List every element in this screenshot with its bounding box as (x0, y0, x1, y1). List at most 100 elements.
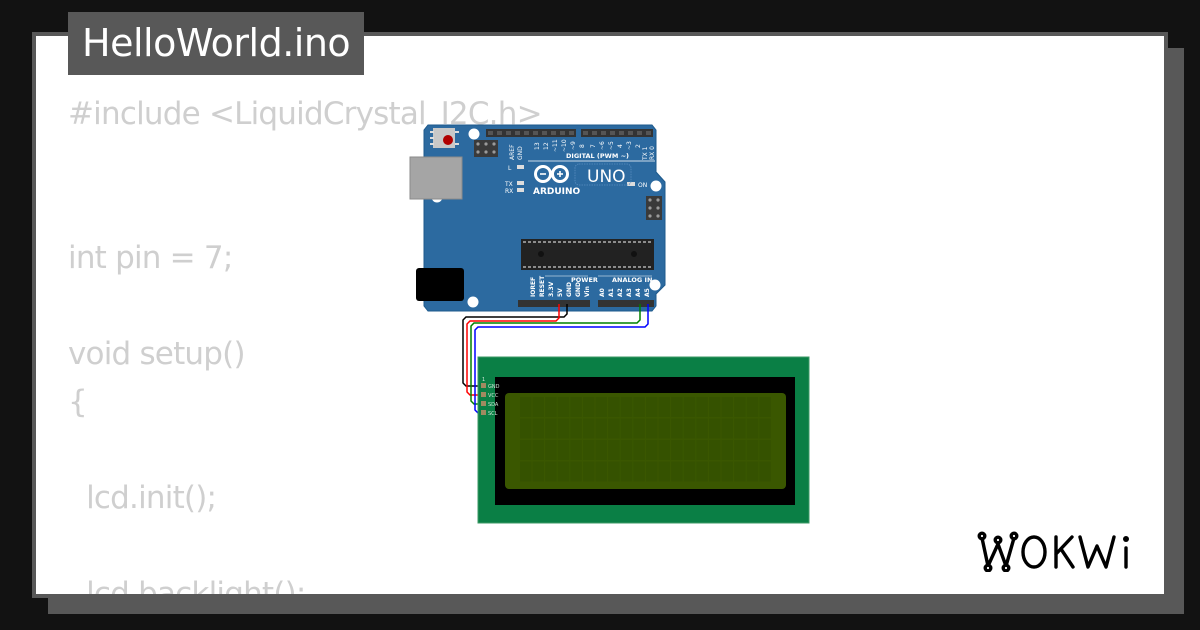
lcd-cell (570, 440, 582, 460)
lcd-cell (658, 397, 670, 417)
lcd-2004-display[interactable]: 1 GND VCC SDA SCL (477, 356, 810, 524)
code-line: { (68, 384, 88, 420)
lcd-cell (646, 397, 658, 417)
wokwi-logo-icon (977, 531, 1129, 573)
svg-text:~5: ~5 (608, 141, 615, 150)
lcd-cell (557, 440, 570, 460)
svg-text:L: L (508, 165, 512, 172)
lcd-cell (583, 440, 595, 460)
usb-connector (409, 156, 463, 200)
lcd-cell (545, 397, 557, 417)
lcd-cell (595, 418, 607, 439)
lcd-cell (696, 418, 708, 439)
lcd-cell (746, 418, 759, 439)
svg-text:A4: A4 (635, 288, 642, 297)
file-name-tab[interactable]: HelloWorld.ino (68, 12, 365, 75)
lcd-cell (658, 418, 670, 439)
atmega-chip (521, 239, 654, 270)
power-jack (416, 268, 464, 301)
svg-text:~6: ~6 (599, 141, 606, 150)
wokwi-logo[interactable] (976, 526, 1152, 576)
code-line: lcd.backlight(); (68, 576, 306, 598)
lcd-cell (696, 397, 708, 417)
lcd-cell (746, 440, 759, 460)
lcd-cell (583, 461, 595, 482)
lcd-cell (595, 397, 607, 417)
lcd-pin-gnd: GND (488, 384, 500, 390)
lcd-cell (545, 418, 557, 439)
mounting-hole (649, 279, 661, 291)
code-line: void setup() (68, 336, 246, 372)
lcd-cell (532, 397, 544, 417)
lcd-cell (570, 461, 582, 482)
lcd-cell (658, 461, 670, 482)
svg-text:A0: A0 (599, 288, 606, 297)
lcd-cell (646, 461, 658, 482)
lcd-cell (746, 461, 759, 482)
lcd-cell (683, 440, 696, 460)
svg-text:A5: A5 (644, 288, 651, 297)
lcd-cell (608, 418, 620, 439)
lcd-cell (520, 461, 532, 482)
arduino-uno-board[interactable]: AREF GND 13 12 ~11 ~10 ~9 8 7 ~6 ~5 4 ~3… (409, 124, 666, 312)
lcd-cell (746, 397, 759, 417)
lcd-cell (557, 418, 570, 439)
digital-header-label: DIGITAL (PWM ~) (566, 152, 629, 160)
lcd-cell (721, 418, 733, 439)
lcd-cell (734, 418, 746, 439)
lcd-cell (545, 461, 557, 482)
wires[interactable] (462, 304, 649, 414)
lcd-character-grid (520, 397, 771, 482)
lcd-cell (532, 461, 544, 482)
lcd-cell (709, 397, 721, 417)
lcd-cell (709, 461, 721, 482)
svg-text:IOREF: IOREF (530, 277, 537, 297)
lcd-cell (721, 461, 733, 482)
lcd-cell (570, 418, 582, 439)
lcd-cell (608, 461, 620, 482)
lcd-cell (671, 397, 683, 417)
lcd-cell (683, 461, 696, 482)
reset-button[interactable] (430, 128, 459, 148)
lcd-cell (583, 397, 595, 417)
svg-text:GND: GND (517, 146, 524, 160)
lcd-cell (583, 418, 595, 439)
lcd-cell (671, 440, 683, 460)
digital-header (486, 129, 653, 137)
svg-text:A2: A2 (617, 288, 624, 297)
code-preview: #include <LiquidCrystal_I2C.h>int pin = … (68, 90, 543, 598)
lcd-cell (671, 418, 683, 439)
lcd-cell (721, 440, 733, 460)
analog-pin-labels: A0 A1 A2 A3 A4 A5 ANALOG IN (599, 276, 652, 297)
svg-text:ARDUINO: ARDUINO (533, 187, 581, 197)
lcd-cell (709, 440, 721, 460)
svg-text:A1: A1 (608, 288, 615, 297)
arduino-logo: ARDUINO UNO (533, 163, 632, 197)
lcd-cell (734, 397, 746, 417)
lcd-cell (759, 461, 771, 482)
svg-text:GND: GND (566, 282, 573, 297)
svg-text:UNO: UNO (587, 167, 626, 187)
lcd-cell (759, 440, 771, 460)
mounting-hole (650, 180, 662, 192)
svg-text:12: 12 (543, 142, 550, 150)
svg-text:~3: ~3 (626, 141, 633, 150)
lcd-cell (620, 397, 633, 417)
lcd-cell (759, 397, 771, 417)
svg-text:3.3V: 3.3V (548, 281, 555, 297)
lcd-cell (646, 440, 658, 460)
lcd-cell (734, 461, 746, 482)
code-line: lcd.init(); (68, 480, 217, 516)
mounting-hole (467, 296, 479, 308)
lcd-cell (759, 418, 771, 439)
lcd-cell (532, 440, 544, 460)
power-header-label: POWER (571, 276, 598, 284)
svg-text:ON: ON (638, 182, 647, 189)
svg-text:~10: ~10 (561, 139, 568, 152)
lcd-cell (671, 461, 683, 482)
wire-vcc (466, 304, 560, 396)
wire-gnd (462, 304, 568, 387)
lcd-cell (595, 461, 607, 482)
lcd-pin-scl: SCL (488, 411, 498, 417)
